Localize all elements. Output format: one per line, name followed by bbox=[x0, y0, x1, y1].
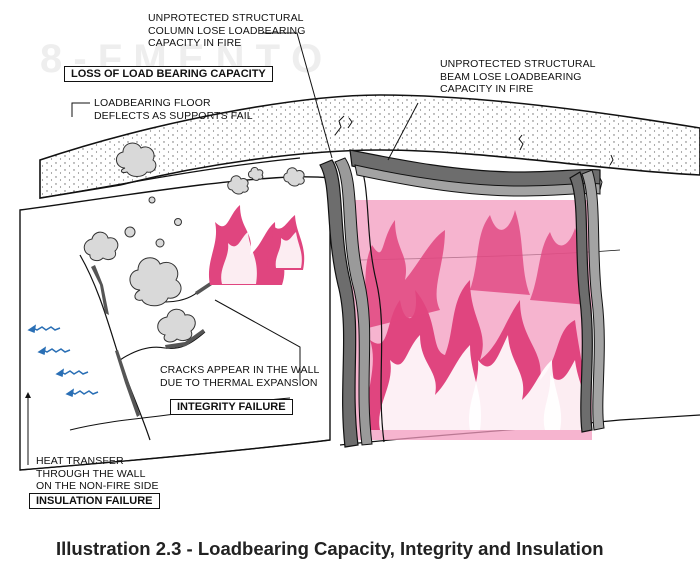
steel-beam bbox=[349, 149, 601, 197]
heat-label: HEAT TRANSFER THROUGH THE WALL ON THE NO… bbox=[36, 455, 159, 492]
right-column bbox=[569, 169, 605, 433]
beam-label: UNPROTECTED STRUCTURAL BEAM LOSE LOADBEA… bbox=[440, 58, 596, 95]
leader-lines bbox=[27, 32, 419, 465]
floor-label: LOADBEARING FLOOR DEFLECTS AS SUPPORTS F… bbox=[94, 97, 253, 122]
fire-flames bbox=[360, 210, 588, 430]
heading-load-bearing: LOSS OF LOAD BEARING CAPACITY bbox=[64, 66, 273, 82]
smoke-clouds bbox=[83, 142, 305, 343]
heat-transfer-arrows bbox=[27, 324, 99, 398]
figure-caption: Illustration 2.3 - Loadbearing Capacity,… bbox=[56, 538, 604, 559]
heading-insulation: INSULATION FAILURE bbox=[29, 493, 160, 509]
floor-slab bbox=[39, 94, 700, 199]
heading-integrity: INTEGRITY FAILURE bbox=[170, 399, 293, 415]
column-label: UNPROTECTED STRUCTURAL COLUMN LOSE LOADB… bbox=[148, 12, 306, 49]
steel-column bbox=[319, 155, 385, 448]
cracks-label: CRACKS APPEAR IN THE WALL DUE TO THERMAL… bbox=[160, 364, 320, 389]
heat-leader-arrowhead bbox=[25, 392, 31, 398]
wall-flames bbox=[208, 205, 305, 285]
